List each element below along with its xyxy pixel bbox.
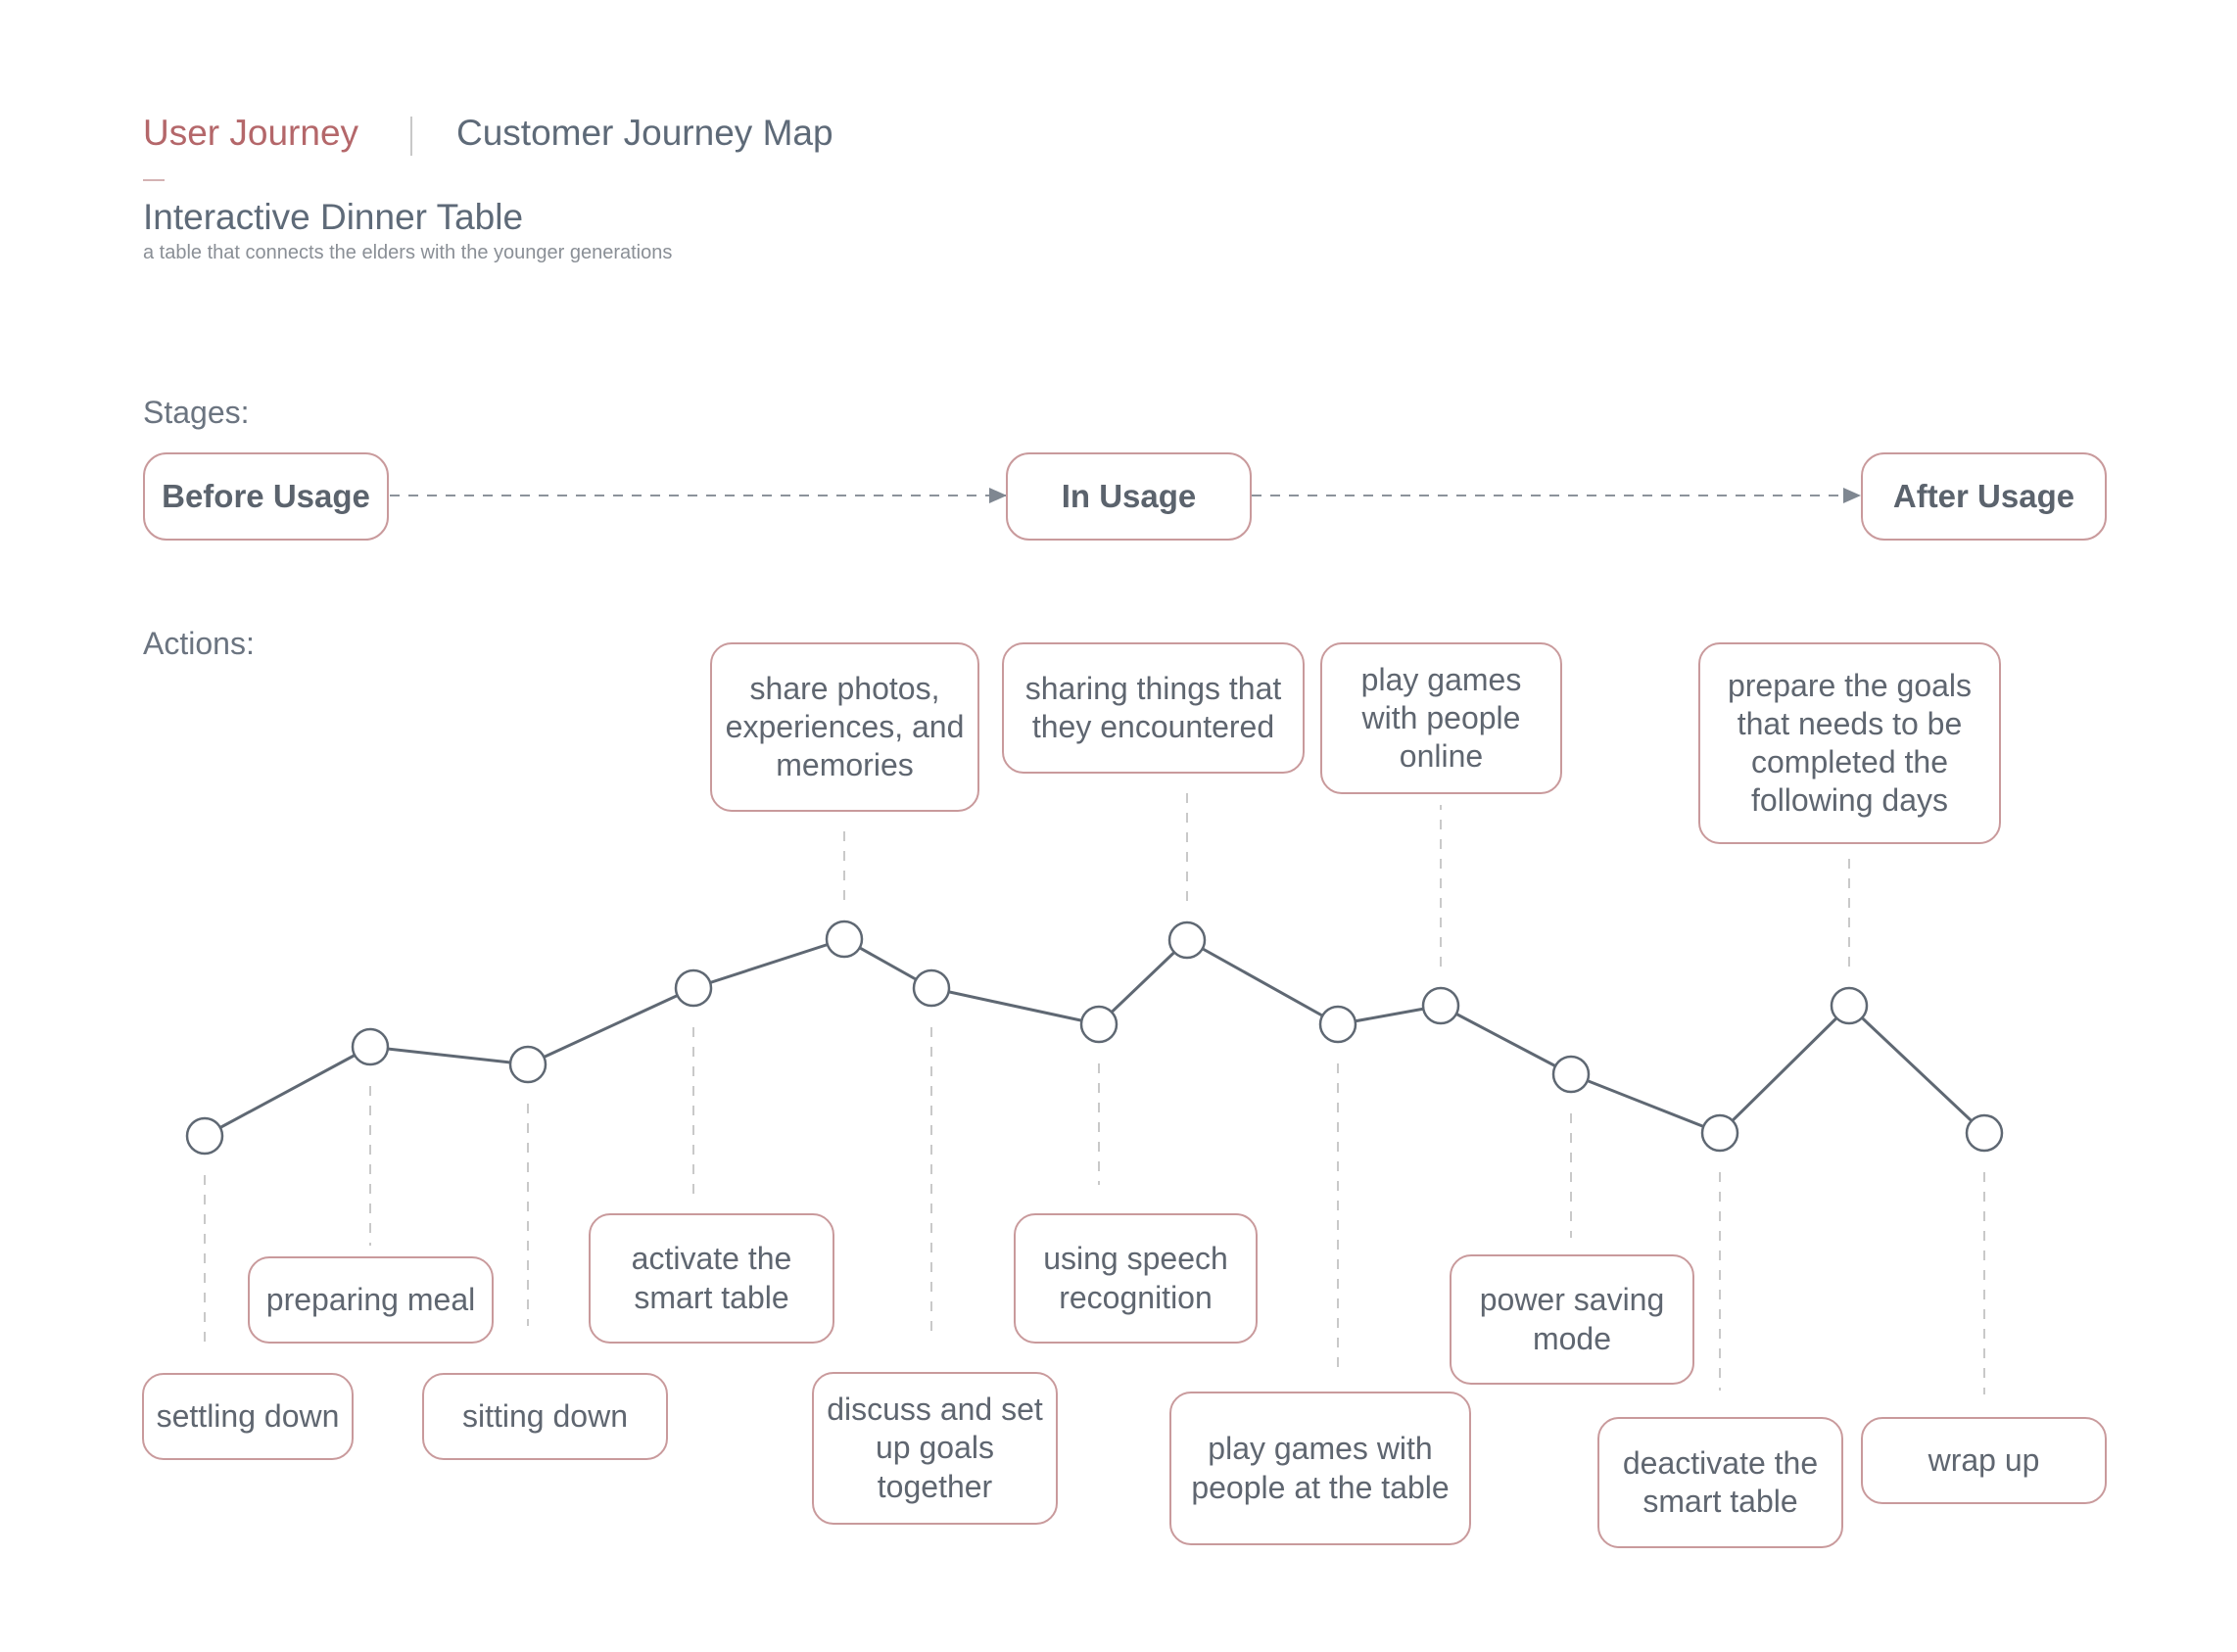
action-box-share-photos: share photos, experiences, and memories (710, 642, 979, 812)
customer-journey-map-label: Customer Journey Map (456, 113, 833, 153)
journey-node-1 (185, 1116, 224, 1156)
action-box-sitting-down: sitting down (422, 1373, 668, 1460)
user-journey-label: User Journey (143, 113, 359, 153)
journey-node-3 (508, 1045, 547, 1084)
journey-node-8 (1167, 920, 1207, 960)
journey-nodes (185, 920, 2004, 1156)
action-box-deactivate: deactivate the smart table (1597, 1417, 1843, 1548)
action-box-games-online: play games with people online (1320, 642, 1562, 794)
journey-node-10 (1421, 986, 1460, 1025)
action-box-activate: activate the smart table (589, 1213, 834, 1344)
action-box-games-table: play games with people at the table (1169, 1392, 1471, 1545)
action-box-prepare-goals: prepare the goals that needs to be compl… (1698, 642, 2001, 844)
action-box-speech-recognition: using speech recognition (1014, 1213, 1258, 1344)
journey-node-14 (1965, 1113, 2004, 1153)
journey-node-2 (351, 1027, 390, 1066)
actions-label: Actions: (143, 626, 255, 661)
journey-node-4 (674, 968, 713, 1008)
action-box-power-saving: power saving mode (1450, 1254, 1694, 1385)
journey-line (204, 937, 1986, 1138)
journey-node-7 (1079, 1005, 1118, 1044)
action-box-sharing-things: sharing things that they encountered (1002, 642, 1305, 774)
stage-before-usage: Before Usage (143, 452, 389, 541)
journey-node-12 (1700, 1113, 1739, 1153)
page-title: Interactive Dinner Table (143, 197, 524, 237)
journey-node-11 (1551, 1055, 1591, 1094)
journey-node-9 (1318, 1005, 1357, 1044)
action-box-wrap-up: wrap up (1861, 1417, 2107, 1504)
accent-dash (143, 179, 165, 181)
stage-in-usage: In Usage (1006, 452, 1252, 541)
journey-node-6 (912, 968, 951, 1008)
journey-node-13 (1830, 986, 1869, 1025)
action-box-preparing-meal: preparing meal (248, 1256, 494, 1344)
page-subtitle: a table that connects the elders with th… (143, 242, 673, 263)
action-leaders (204, 785, 1985, 1394)
stage-after-usage: After Usage (1861, 452, 2107, 541)
action-box-discuss-goals: discuss and set up goals together (812, 1372, 1058, 1525)
header-divider (410, 117, 412, 156)
action-box-settling-down: settling down (142, 1373, 354, 1460)
stages-label: Stages: (143, 395, 250, 430)
journey-node-5 (825, 920, 864, 959)
